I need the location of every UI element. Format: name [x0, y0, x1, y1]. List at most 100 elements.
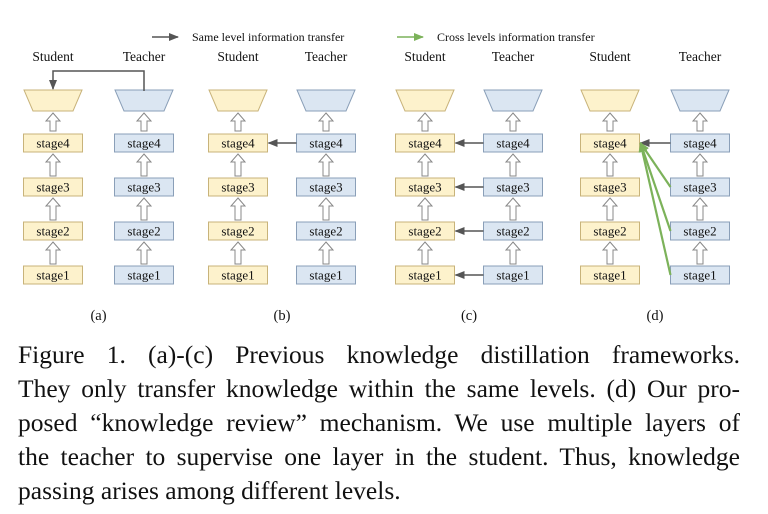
flow-arrow-icon	[135, 241, 153, 265]
student-stage1-block	[580, 265, 640, 285]
student-stage4-label: stage4	[221, 136, 255, 151]
flow-arrow-icon	[229, 241, 247, 265]
student-head-block	[208, 89, 268, 112]
student-stage2-block	[208, 221, 268, 241]
panel-a: Student stage4 stage3 stage2 stage1 Teacher st…	[23, 49, 174, 324]
teacher-stage3-label: stage3	[496, 180, 529, 195]
teacher-stage3-label: stage3	[683, 180, 716, 195]
student-stage1-label: stage1	[36, 268, 69, 283]
teacher-stage2-label: stage2	[683, 224, 716, 239]
panel-label: (b)	[274, 308, 291, 324]
student-column-label: Student	[32, 49, 74, 64]
flow-arrow-icon	[135, 153, 153, 177]
flow-arrow-icon	[44, 153, 62, 177]
caption-line: Figure 1. (a)-(c) Previous knowledge dis…	[18, 340, 740, 369]
panel-d: Student stage4 stage3 stage2 stage1 Teacher st…	[580, 49, 730, 324]
flow-arrow-icon	[601, 241, 619, 265]
flow-arrow-icon	[691, 153, 709, 177]
panel-label: (c)	[461, 308, 477, 324]
student-stage2-block	[23, 221, 83, 241]
student-stage3-block	[580, 177, 640, 197]
teacher-stage1-block	[296, 265, 356, 285]
flow-arrow-icon	[317, 241, 335, 265]
student-stage4-block	[23, 133, 83, 153]
same-level-connector	[49, 70, 145, 91]
flow-arrow-icon	[229, 112, 247, 132]
panel-label: (a)	[90, 308, 106, 324]
teacher-head-block	[483, 89, 543, 112]
teacher-stage4-label: stage4	[683, 136, 717, 151]
teacher-stage1-block	[114, 265, 174, 285]
panels: Student stage4 stage3 stage2 stage1 Teacher st…	[23, 49, 730, 324]
student-stage4-label: stage4	[36, 136, 70, 151]
student-stage1-label: stage1	[221, 268, 254, 283]
teacher-head-block	[670, 89, 730, 112]
caption-line: the teacher to supervise one layer in th…	[18, 442, 740, 471]
student-stage3-label: stage3	[593, 180, 626, 195]
flow-arrow-icon	[504, 112, 522, 132]
panel-b: Studentstage4stage3stage2stage1Teacherst…	[208, 49, 356, 324]
teacher-stage3-block	[114, 177, 174, 197]
flow-arrow-icon	[416, 197, 434, 221]
teacher-stage4-label: stage4	[496, 136, 530, 151]
student-stage2-label: stage2	[593, 224, 626, 239]
connectors	[49, 70, 672, 279]
flow-arrow-icon	[317, 112, 335, 132]
student-stage1-block	[208, 265, 268, 285]
teacher-stage3-block	[296, 177, 356, 197]
caption-line: They only transfer knowledge within the …	[18, 374, 740, 403]
student-stage3-block	[23, 177, 83, 197]
student-stage4-label: stage4	[408, 136, 442, 151]
flow-arrow-icon	[504, 153, 522, 177]
caption-line: passing arises among different levels.	[18, 476, 401, 505]
flow-arrow-icon	[135, 112, 153, 132]
student-head-block	[580, 89, 640, 112]
student-stage1-label: stage1	[593, 268, 626, 283]
teacher-stage3-label: stage3	[127, 180, 160, 195]
teacher-head-block	[114, 89, 174, 112]
teacher-stage2-label: stage2	[127, 224, 160, 239]
flow-arrow-icon	[44, 112, 62, 132]
flow-arrow-icon	[416, 153, 434, 177]
flow-arrow-icon	[691, 197, 709, 221]
student-head-block	[395, 89, 455, 112]
cross-level-connector	[638, 142, 672, 276]
flow-arrow-icon	[691, 241, 709, 265]
flow-arrow-icon	[317, 197, 335, 221]
student-stage1-block	[23, 265, 83, 285]
legend-cross-level-label: Cross levels information transfer	[437, 30, 595, 44]
panel-c: Student stage4 stage3 stage2 stage1 Teacher st…	[395, 49, 543, 324]
student-column-label: Student	[217, 49, 259, 64]
teacher-column-label: Teacher	[123, 49, 166, 64]
distillation-diagram: Same level information transfer Cross le…	[23, 30, 730, 324]
flow-arrow-icon	[135, 197, 153, 221]
flow-arrow-icon	[504, 197, 522, 221]
teacher-stage4-block	[114, 133, 174, 153]
flow-arrow-icon	[229, 153, 247, 177]
flow-arrow-icon	[317, 153, 335, 177]
teacher-column-label: Teacher	[492, 49, 535, 64]
teacher-stage2-block	[296, 221, 356, 241]
flow-arrow-icon	[416, 112, 434, 132]
flow-arrow-icon	[601, 153, 619, 177]
teacher-stage2-label: stage2	[309, 224, 342, 239]
student-stage1-label: stage1	[408, 268, 441, 283]
figure-caption: Figure 1. (a)-(c) Previous knowledge dis…	[18, 338, 740, 508]
student-stage3-label: stage3	[408, 180, 441, 195]
student-stage3-block	[208, 177, 268, 197]
teacher-column-label: Teacher	[679, 49, 722, 64]
flow-arrow-icon	[44, 241, 62, 265]
student-stage2-label: stage2	[36, 224, 69, 239]
teacher-stage4-label: stage4	[127, 136, 161, 151]
flow-arrow-icon	[504, 241, 522, 265]
teacher-stage1-label: stage1	[127, 268, 160, 283]
student-stage2-label: stage2	[408, 224, 441, 239]
teacher-stage2-label: stage2	[496, 224, 529, 239]
teacher-column-label: Teacher	[305, 49, 348, 64]
legend-same-level-label: Same level information transfer	[192, 30, 344, 44]
student-stage2-label: stage2	[221, 224, 254, 239]
student-column-label: Student	[589, 49, 631, 64]
student-column-label: Student	[404, 49, 446, 64]
teacher-stage4-label: stage4	[309, 136, 343, 151]
cross-level-connector	[639, 142, 672, 232]
